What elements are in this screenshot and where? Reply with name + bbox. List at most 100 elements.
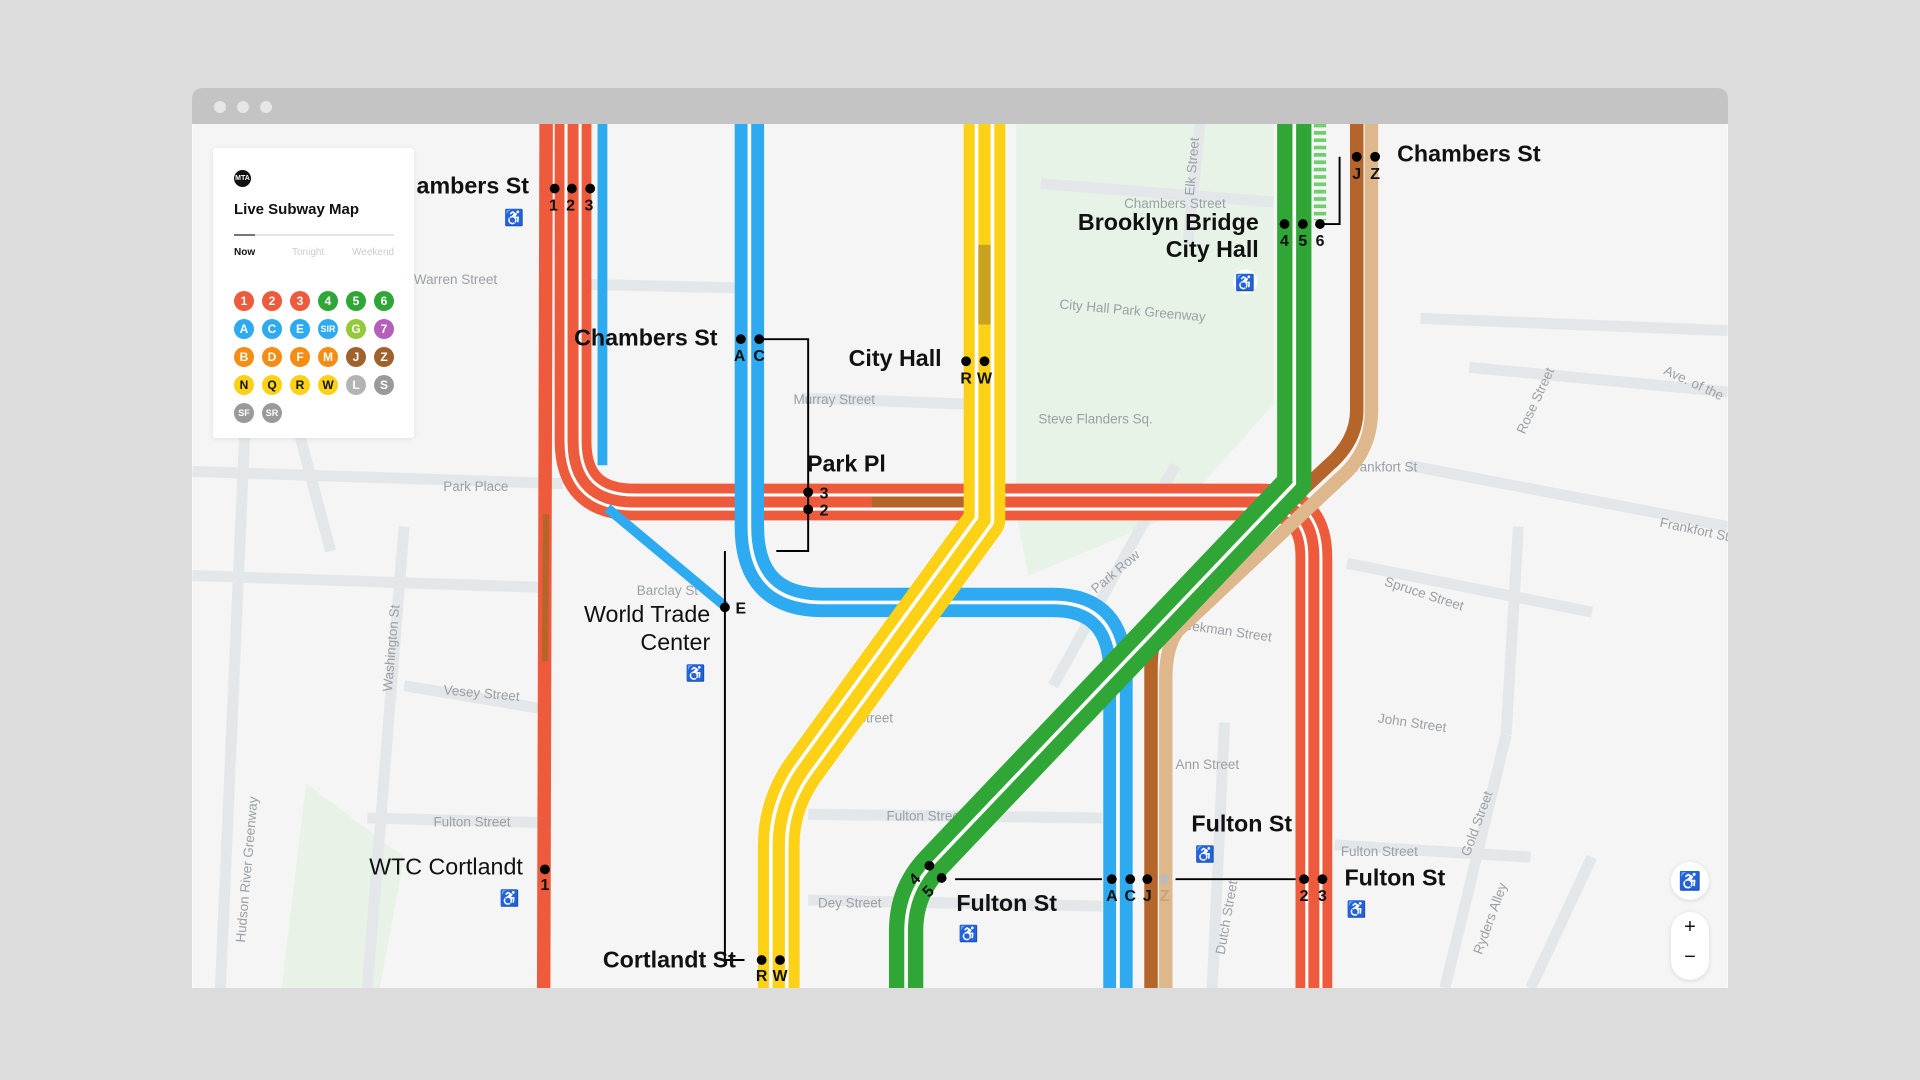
- svg-text:A: A: [1106, 888, 1118, 905]
- station-fulton-23: Fulton St: [1344, 864, 1445, 890]
- wheelchair-icon: ♿: [1678, 871, 1702, 891]
- route-bullet-c[interactable]: C: [262, 319, 282, 339]
- svg-text:R: R: [960, 370, 972, 387]
- svg-text:♿: ♿: [686, 663, 706, 682]
- route-bullet-f[interactable]: F: [290, 347, 310, 367]
- route-bullet-z[interactable]: Z: [374, 347, 394, 367]
- station-labels[interactable]: ambers St Chambers St City Hall Brooklyn…: [369, 141, 1541, 973]
- svg-text:2: 2: [566, 198, 575, 215]
- title-bar: [192, 88, 1728, 124]
- street-label: Dey Street: [818, 895, 882, 910]
- route-bullet-7[interactable]: 7: [374, 319, 394, 339]
- street-label: Ann Street: [1176, 757, 1240, 772]
- svg-text:♿: ♿: [499, 889, 519, 908]
- station-cortlandt: Cortlandt St: [603, 946, 736, 972]
- route-bullet-6[interactable]: 6: [374, 291, 394, 311]
- mta-logo: MTA: [234, 170, 251, 187]
- svg-text:♿: ♿: [1195, 845, 1215, 864]
- route-bullet-n[interactable]: N: [234, 375, 254, 395]
- tab-indicator: [234, 234, 394, 236]
- svg-text:3: 3: [585, 198, 594, 215]
- street-label: Barclay St: [637, 583, 699, 598]
- zoom-control: + −: [1671, 912, 1709, 980]
- accessible-icons: ♿♿♿♿ ♿♿ ♿: [499, 208, 1366, 943]
- station-park-pl: Park Pl: [807, 450, 886, 476]
- svg-text:C: C: [1124, 888, 1136, 905]
- tab-weekend[interactable]: Weekend: [352, 247, 395, 258]
- tab-now[interactable]: Now: [234, 247, 256, 258]
- route-bullet-3[interactable]: 3: [290, 291, 310, 311]
- street-label: Chambers Street: [1124, 196, 1226, 211]
- street-label: Elk Street: [1182, 137, 1202, 197]
- svg-text:♿: ♿: [1347, 900, 1367, 919]
- svg-text:Z: Z: [1160, 888, 1170, 905]
- browser-window: Chambers Street City Hall Park Greenway …: [192, 88, 1728, 988]
- route-bullet-4[interactable]: 4: [318, 291, 338, 311]
- route-bullet-e[interactable]: E: [290, 319, 310, 339]
- street-label: Park Place: [443, 479, 508, 494]
- street-label: Warren Street: [414, 272, 497, 287]
- svg-text:3: 3: [820, 485, 829, 502]
- street-label: Frankfort St: [1347, 459, 1418, 474]
- station-fulton-45: Fulton St: [956, 890, 1057, 916]
- svg-text:W: W: [772, 968, 787, 985]
- svg-text:2: 2: [820, 503, 829, 520]
- street-label: Steve Flanders Sq.: [1038, 412, 1152, 427]
- route-bullet-d[interactable]: D: [262, 347, 282, 367]
- station-city-hall: City Hall: [849, 345, 942, 371]
- svg-text:Z: Z: [1370, 166, 1380, 183]
- route-bullet-q[interactable]: Q: [262, 375, 282, 395]
- route-bullet-r[interactable]: R: [290, 375, 310, 395]
- accessibility-button[interactable]: ♿: [1671, 862, 1709, 900]
- route-bullet-sir[interactable]: SIR: [318, 319, 338, 339]
- station-fulton-acjz: Fulton St: [1191, 810, 1292, 836]
- station-chambers-ac: Chambers St: [574, 324, 718, 350]
- streets: [192, 123, 1728, 988]
- route-bullet-s[interactable]: S: [374, 375, 394, 395]
- station-brooklyn-bridge: Brooklyn Bridge: [1078, 209, 1259, 235]
- station-wtc: World Trade: [584, 601, 710, 627]
- station-chambers-jz: Chambers St: [1397, 141, 1541, 167]
- svg-text:1: 1: [549, 198, 558, 215]
- svg-text:W: W: [977, 370, 992, 387]
- line-2-3[interactable]: [554, 123, 1333, 988]
- svg-text:A: A: [734, 348, 746, 365]
- svg-text:♿: ♿: [504, 208, 524, 227]
- street-label: Fulton Street: [887, 808, 964, 823]
- line-1-segment: [541, 514, 550, 662]
- line-r-w[interactable]: [757, 123, 1006, 988]
- route-bullet-sr[interactable]: SR: [262, 403, 282, 423]
- svg-text:E: E: [736, 600, 747, 617]
- zoom-out-button[interactable]: −: [1684, 946, 1696, 968]
- route-bullet-b[interactable]: B: [234, 347, 254, 367]
- tab-tonight[interactable]: Tonight: [292, 247, 325, 258]
- route-bullet-sf[interactable]: SF: [234, 403, 254, 423]
- window-maximize-dot[interactable]: [260, 101, 272, 113]
- transfer-connectors: [723, 156, 1341, 961]
- route-bullet-5[interactable]: 5: [346, 291, 366, 311]
- subway-map[interactable]: Chambers Street City Hall Park Greenway …: [192, 88, 1728, 988]
- route-bullet-l[interactable]: L: [346, 375, 366, 395]
- window-minimize-dot[interactable]: [237, 101, 249, 113]
- route-bullet-a[interactable]: A: [234, 319, 254, 339]
- svg-text:6: 6: [1316, 233, 1325, 250]
- street-label: Vesey Street: [443, 682, 521, 704]
- zoom-in-button[interactable]: +: [1684, 916, 1696, 938]
- route-bullet-m[interactable]: M: [318, 347, 338, 367]
- window-close-dot[interactable]: [214, 101, 226, 113]
- svg-text:J: J: [1352, 166, 1361, 183]
- legend-panel: MTA Live Subway Map Now Tonight Weekend …: [213, 148, 414, 438]
- svg-text:♿: ♿: [1235, 273, 1255, 292]
- svg-text:R: R: [756, 968, 768, 985]
- svg-text:4: 4: [1280, 233, 1289, 250]
- street-label: Fulton Street: [433, 815, 510, 830]
- route-bullet-j[interactable]: J: [346, 347, 366, 367]
- svg-text:C: C: [753, 348, 765, 365]
- station-wtc-2: Center: [640, 629, 710, 655]
- route-bullet-w[interactable]: W: [318, 375, 338, 395]
- route-bullet-2[interactable]: 2: [262, 291, 282, 311]
- route-bullet-g[interactable]: G: [346, 319, 366, 339]
- station-wtc-cortlandt: WTC Cortlandt: [369, 853, 523, 879]
- route-bullet-1[interactable]: 1: [234, 291, 254, 311]
